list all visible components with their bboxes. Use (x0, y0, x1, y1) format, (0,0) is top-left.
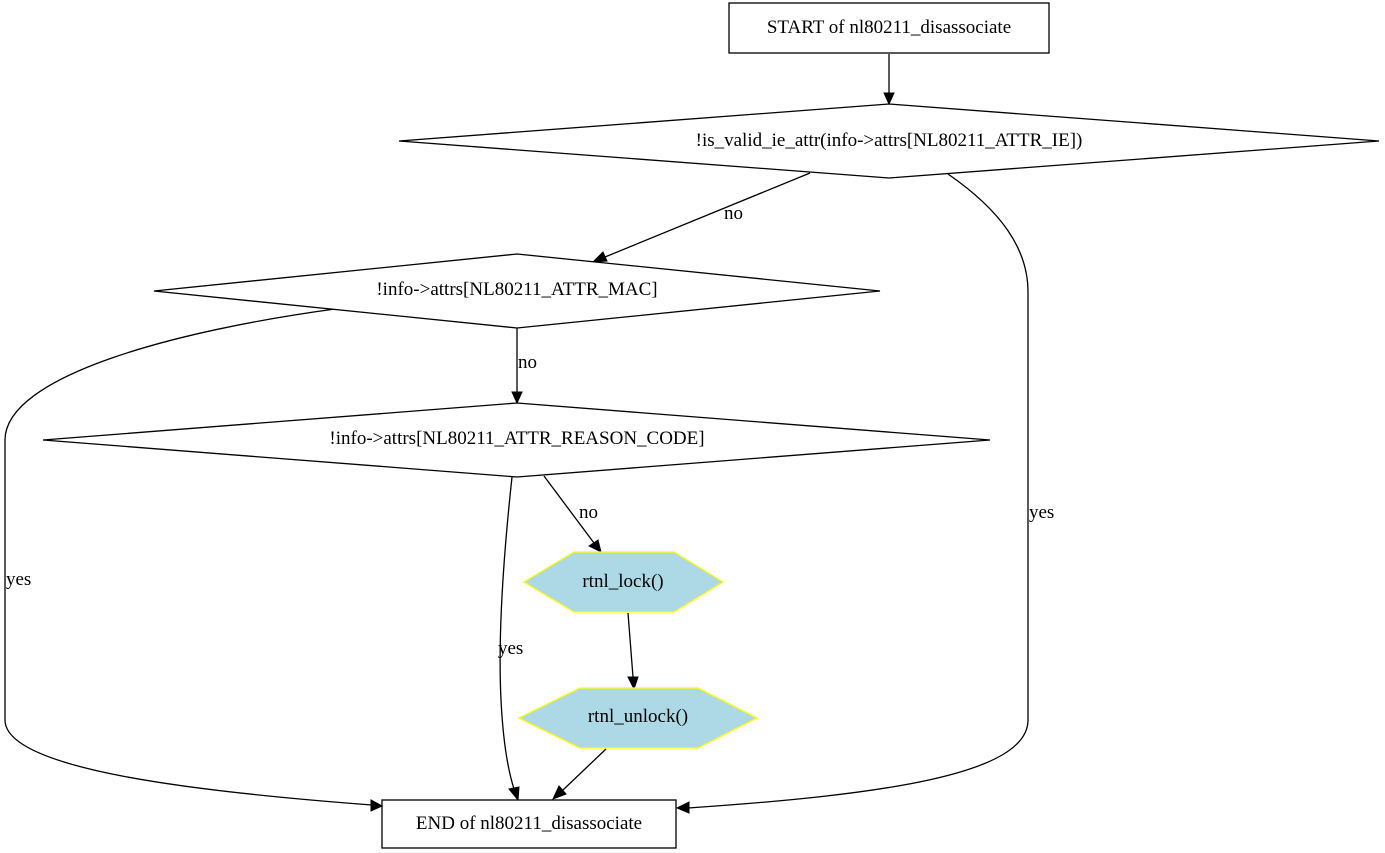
decision-reason-code: !info->attrs[NL80211_ATTR_REASON_CODE] (42, 402, 991, 478)
process-rtnl-lock-label: rtnl_lock() (582, 571, 663, 592)
edge-reason-yes: yes (498, 476, 523, 802)
decision-mac-attr-label: !info->attrs[NL80211_ATTR_MAC] (376, 279, 657, 300)
edge-label-ie-no: no (724, 203, 743, 224)
process-rtnl-unlock: rtnl_unlock() (517, 687, 759, 749)
start-node-label: START of nl80211_disassociate (767, 17, 1011, 38)
end-node: END of nl80211_disassociate (381, 799, 677, 849)
edge-label-reason-yes: yes (498, 638, 523, 659)
edge-lock-to-unlock (627, 612, 639, 691)
start-node: START of nl80211_disassociate (728, 2, 1050, 54)
edge-reason-no: no (543, 475, 602, 553)
end-node-label: END of nl80211_disassociate (416, 813, 642, 834)
edge-ie-yes: yes (675, 173, 1054, 814)
process-rtnl-lock: rtnl_lock() (522, 551, 725, 613)
edge-label-reason-no: no (579, 502, 598, 523)
edge-label-ie-yes: yes (1029, 502, 1054, 523)
edge-label-mac-yes: yes (6, 569, 31, 590)
decision-ie-valid-label: !is_valid_ie_attr(info->attrs[NL80211_AT… (696, 130, 1083, 151)
process-rtnl-unlock-label: rtnl_unlock() (588, 706, 688, 727)
edge-mac-yes: yes (4, 308, 384, 812)
edge-label-mac-no: no (518, 352, 537, 373)
decision-reason-code-label: !info->attrs[NL80211_ATTR_REASON_CODE] (329, 428, 704, 449)
edge-start-to-ie (883, 54, 895, 106)
edge-unlock-to-end (552, 748, 607, 800)
edge-ie-no: no (591, 172, 811, 263)
decision-mac-attr: !info->attrs[NL80211_ATTR_MAC] (153, 253, 881, 329)
edge-mac-no: no (511, 327, 537, 405)
decision-ie-valid: !is_valid_ie_attr(info->attrs[NL80211_AT… (398, 103, 1380, 179)
